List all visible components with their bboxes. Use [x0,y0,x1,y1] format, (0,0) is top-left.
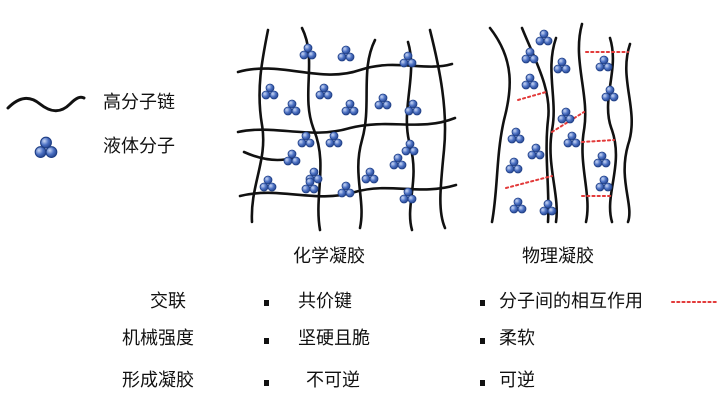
liquid-molecule [299,43,317,60]
liquid-molecule [557,107,575,124]
physical-gel-title: 物理凝胶 [522,246,594,267]
liquid-molecule [535,29,553,46]
chain [238,183,458,198]
legend-liquid-label: 液体分子 [103,136,175,157]
interaction-line [505,175,553,189]
chemical-value: 不可逆 [306,370,360,391]
liquid-molecule [505,157,523,174]
liquid-molecule [374,93,392,110]
liquid-molecule [337,45,355,62]
bullet-icon [480,300,485,306]
chain [577,22,589,224]
physical-value: 柔软 [499,328,535,349]
physical-interactions [505,51,629,197]
bullet-icon [480,380,485,386]
physical-value: 可逆 [499,370,535,391]
liquid-molecule [553,57,571,74]
liquid-molecule [341,99,359,116]
liquid-molecule [539,199,557,216]
liquid-molecule [337,181,355,198]
liquid-molecule [509,197,527,214]
chemical-value: 共价键 [298,291,352,312]
bullet-icon [480,338,485,344]
physical-value: 分子间的相互作用 [499,291,643,312]
property-label: 交联 [150,291,186,312]
liquid-molecule [521,73,539,90]
legend-chain-icon [6,95,86,113]
liquid-molecule [297,131,315,148]
liquid-molecule [361,167,379,184]
chemical-value: 坚硬且脆 [298,328,370,349]
property-label: 形成凝胶 [122,370,194,391]
interaction-line [581,139,615,143]
liquid-molecule [401,139,419,156]
liquid-molecule [521,47,539,64]
physical-gel-molecules [505,29,619,216]
liquid-molecule [399,51,417,68]
chain [236,62,454,76]
chain [236,116,457,134]
legend-molecule-icon [34,136,58,158]
bullet-icon [264,338,269,344]
interaction-line [551,111,585,133]
bullet-icon [264,300,269,306]
liquid-molecule [283,99,301,116]
legend-chain-label: 高分子链 [103,92,175,113]
chain [623,42,633,224]
liquid-molecule [325,131,343,148]
liquid-molecule [595,175,613,192]
liquid-molecule [261,83,279,100]
chain [549,36,558,224]
liquid-molecule [563,131,581,148]
liquid-molecule [389,153,407,170]
property-label: 机械强度 [122,328,194,349]
liquid-molecule [527,143,545,160]
liquid-molecule [601,85,619,102]
interaction-line [517,91,547,101]
liquid-molecule [593,151,611,168]
liquid-molecule [283,149,301,166]
liquid-molecule [315,83,333,100]
liquid-molecule [507,127,525,144]
liquid-molecule [259,175,277,192]
chain [488,26,511,224]
chemical-gel-title: 化学凝胶 [293,246,365,267]
chain [428,28,447,230]
bullet-icon [264,380,269,386]
liquid-molecule [595,55,613,72]
